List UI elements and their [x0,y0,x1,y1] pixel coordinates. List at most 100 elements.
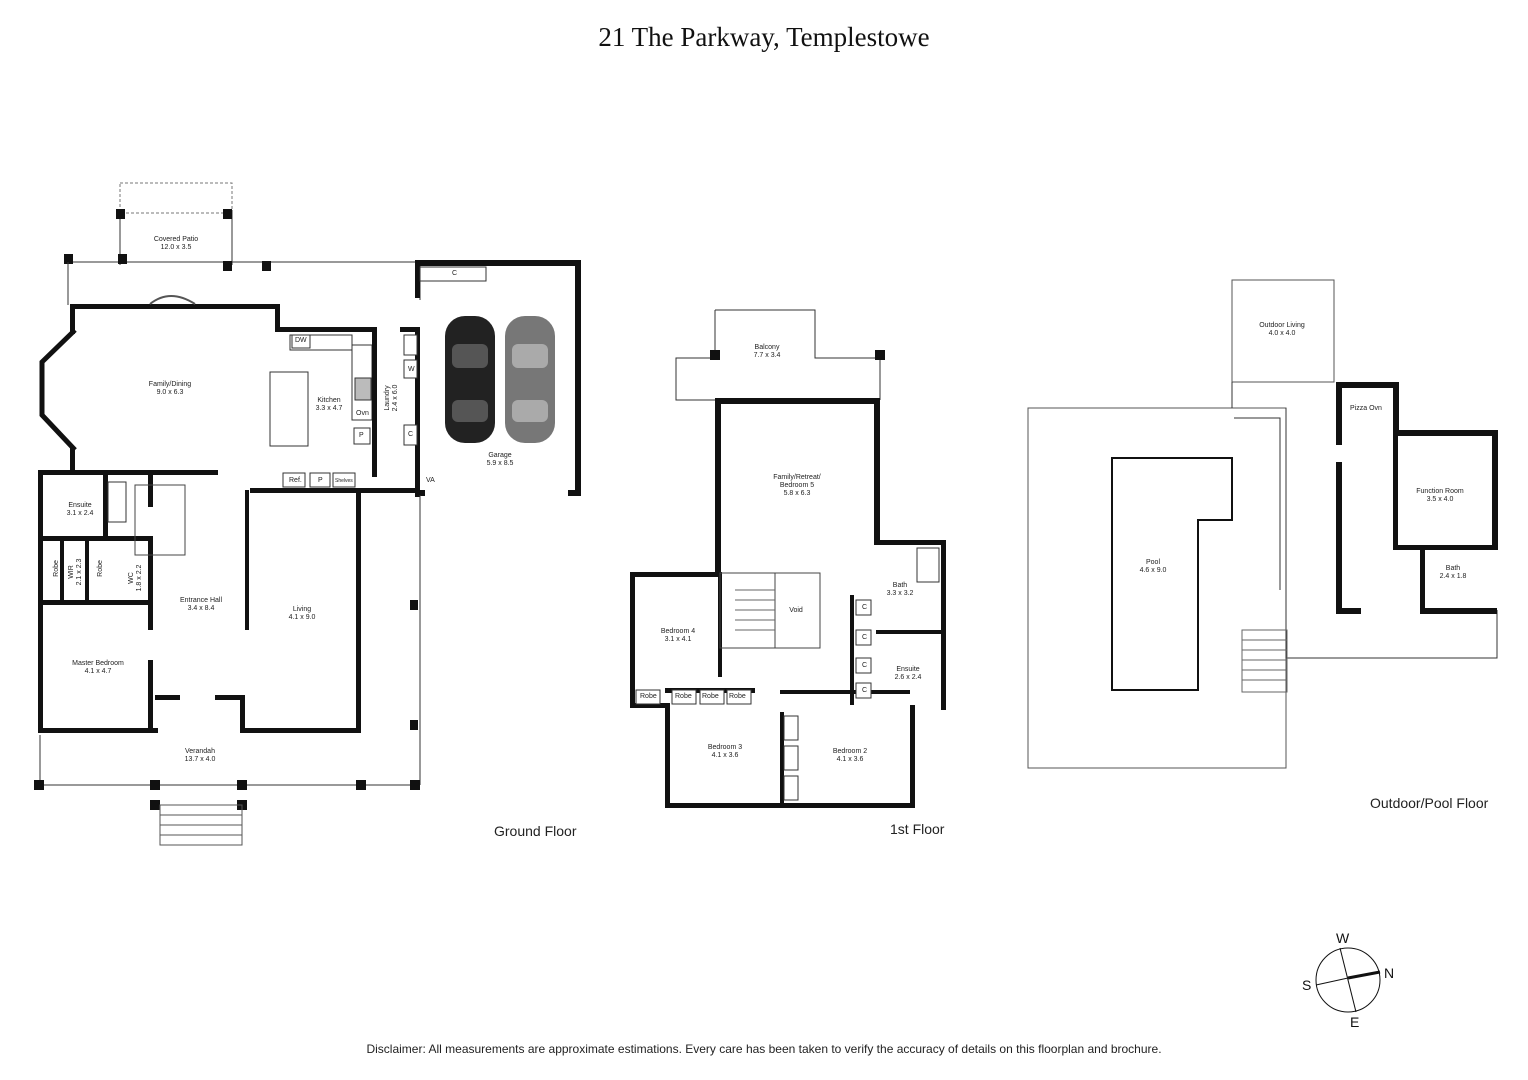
robe-label: Robe [96,560,104,577]
room-dims: 1.8 x 2.2 [136,564,143,592]
compass-south: S [1302,977,1312,993]
garage-cupboard-label: C [452,270,458,277]
room-name: Bedroom 3 [707,744,743,751]
room-dims: 3.1 x 2.4 [66,510,94,517]
room-name: Ensuite [896,666,920,673]
outdoor-floor-plan [1027,279,1498,769]
room-dims: 2.4 x 6.0 [392,384,399,412]
room-name: Family/Dining [148,381,192,388]
car-icon [505,316,555,443]
room-name: Kitchen [317,397,341,404]
dishwasher-label: DW [295,337,307,344]
room-dims: 4.6 x 9.0 [1139,567,1167,574]
room-dims: 2.4 x 1.8 [1439,573,1467,580]
va-label: VA [426,477,435,484]
washer-label: W [408,366,415,373]
cupboard-label: C [862,687,868,694]
compass-east: E [1350,1014,1360,1030]
oven-label: Ovn [356,410,369,417]
room-dims: 4.1 x 3.6 [711,752,739,759]
room-dims: 3.5 x 4.0 [1426,496,1454,503]
room-name: Entrance Hall [179,597,223,604]
car-icon [445,316,495,443]
fridge-label: Ref. [289,477,302,484]
cupboard-label: C [862,604,868,611]
cupboard-label: C [408,431,414,438]
pantry-label: P [359,432,364,439]
room-name: Family/Retreat/ [773,474,821,481]
floor-label-first: 1st Floor [890,821,945,837]
room-dims: 7.7 x 3.4 [753,352,781,359]
room-dims: 5.8 x 6.3 [783,490,811,497]
robe-label: Robe [52,560,60,577]
floor-label-outdoor: Outdoor/Pool Floor [1370,795,1489,811]
room-name: Garage [488,452,512,459]
room-dims: 4.1 x 3.6 [836,756,864,763]
shelves-label: Shelves [335,478,353,484]
room-name: Living [292,606,312,613]
room-dims: 5.9 x 8.5 [486,460,514,467]
room-dims: 13.7 x 4.0 [184,756,216,763]
room-name: Bath [892,582,908,589]
room-void: Void [789,607,803,615]
room-name: Covered Patio [153,236,199,243]
pantry-label-2: P [318,477,323,484]
room-name: Outdoor Living [1259,322,1305,329]
room-name: Pizza Ovn [1350,405,1382,412]
first-floor-plan [630,309,946,808]
room-name: WC [128,572,135,584]
room-name: Master Bedroom [72,660,124,667]
room-dims: 12.0 x 3.5 [160,244,192,251]
room-name: Bedroom 4 [660,628,696,635]
cupboard-label: C [862,634,868,641]
room-dims: 3.4 x 8.4 [187,605,215,612]
room-name: Pool [1145,559,1161,566]
room-dims: 3.1 x 4.1 [664,636,692,643]
robe-label: Robe [640,693,657,700]
room-name: Bedroom 2 [832,748,868,755]
room-dims: 4.1 x 9.0 [288,614,316,621]
room-dims: 9.0 x 6.3 [156,389,184,396]
disclaimer-text: Disclaimer: All measurements are approxi… [366,1042,1162,1056]
robe-label: Robe [729,693,746,700]
room-dims: 2.6 x 2.4 [894,674,922,681]
ground-floor-plan [34,182,581,846]
compass-rose-icon [1315,947,1381,1013]
floor-label-ground: Ground Floor [494,823,577,839]
room-dims: 4.1 x 4.7 [84,668,112,675]
plan-title: 21 The Parkway, Templestowe [598,22,930,52]
room-name: WIR [68,565,75,579]
compass-north: N [1384,965,1395,981]
room-name: Bath [1445,565,1461,572]
room-name: Function Room [1416,488,1464,495]
robe-label: Robe [675,693,692,700]
cupboard-label: C [862,662,868,669]
robe-label: Robe [702,693,719,700]
room-name: Verandah [185,748,215,755]
room-name: Void [789,607,803,614]
room-name-2: Bedroom 5 [779,482,815,489]
room-dims: 4.0 x 4.0 [1268,330,1296,337]
